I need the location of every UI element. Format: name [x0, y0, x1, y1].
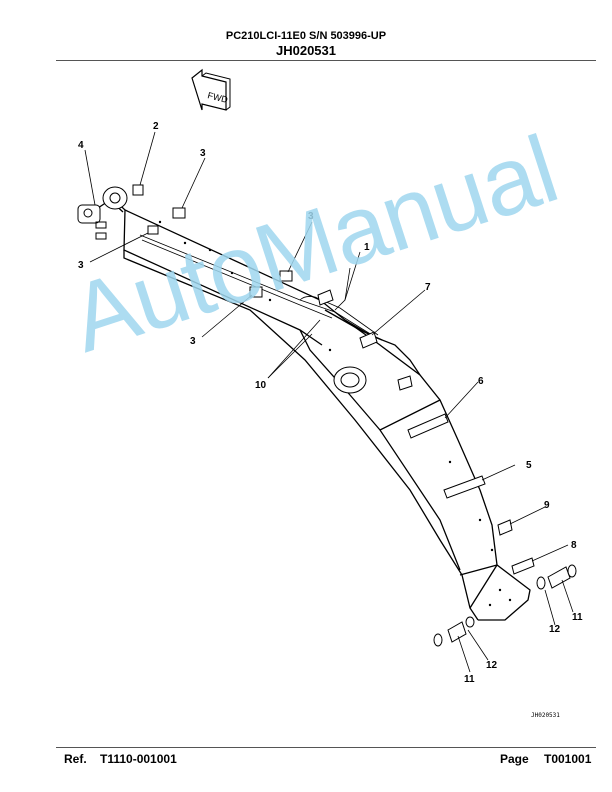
bushings-and-seals — [433, 564, 577, 647]
hose-clamps — [317, 289, 535, 575]
callout-3-a: 3 — [200, 148, 206, 159]
ref-value: T1110-001001 — [100, 752, 177, 766]
ref-label: Ref. — [64, 752, 87, 766]
footer-rule — [56, 747, 596, 748]
callout-4: 4 — [78, 140, 84, 151]
model-serial-title: PC210LCI-11E0 S/N 503996-UP — [225, 30, 387, 42]
drawing-number: JH020531 — [531, 712, 560, 719]
callout-11-a: 11 — [572, 612, 583, 623]
fwd-arrow-icon — [191, 68, 231, 111]
callout-3-c: 3 — [78, 260, 84, 271]
header-rule — [56, 60, 596, 61]
callout-8: 8 — [571, 540, 577, 551]
rivet-dots — [158, 220, 512, 607]
boom-foot-pin — [102, 186, 128, 210]
callout-5: 5 — [526, 460, 532, 471]
grease-fittings — [132, 184, 293, 298]
callout-7: 7 — [425, 282, 431, 293]
boom-center-pin — [333, 366, 367, 394]
page-label: Page — [500, 752, 529, 766]
callout-1: 1 — [364, 242, 370, 253]
drawing-code-title: JH020531 — [276, 43, 336, 58]
callout-12-a: 12 — [549, 624, 561, 635]
callout-6: 6 — [478, 376, 484, 387]
fwd-label: FWD — [207, 90, 230, 105]
callout-11-b: 11 — [464, 674, 475, 685]
callout-9: 9 — [544, 500, 550, 511]
callout-2: 2 — [153, 121, 159, 132]
page-value: T001001 — [544, 752, 592, 766]
callout-3-d: 3 — [190, 336, 196, 347]
leader-lines — [84, 131, 574, 673]
callout-3-b: 3 — [308, 211, 314, 222]
callout-10: 10 — [255, 380, 267, 391]
clamp-part-4 — [77, 204, 107, 240]
callout-12-b: 12 — [486, 660, 498, 671]
